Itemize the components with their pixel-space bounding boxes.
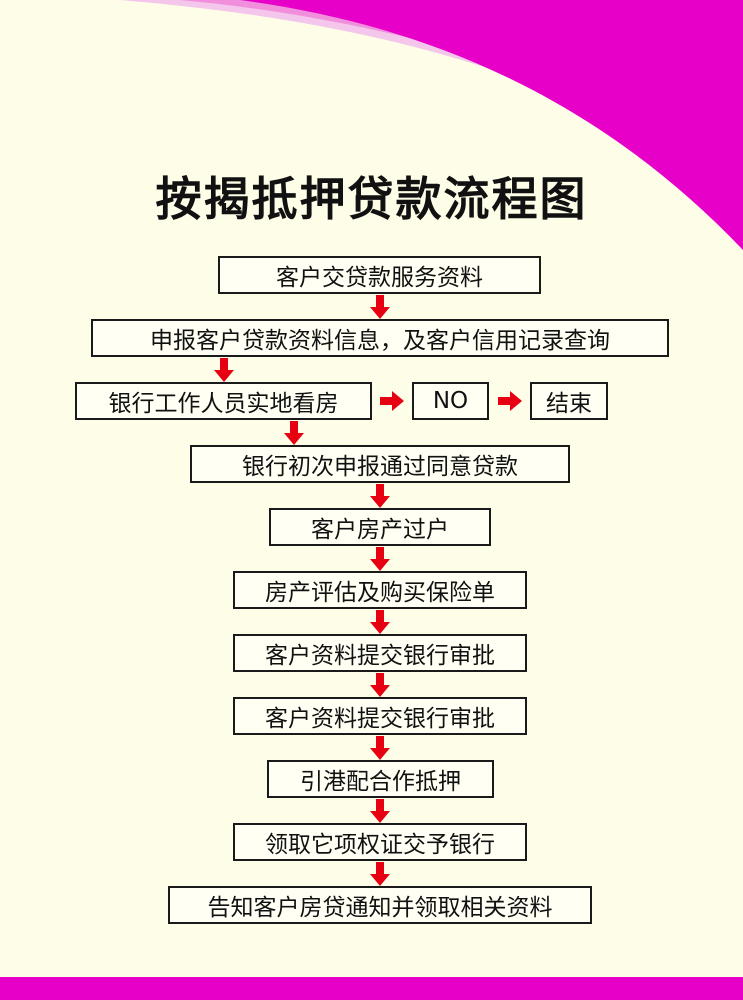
arrow-down-icon (370, 673, 390, 697)
step-1: 客户交贷款服务资料 (218, 256, 541, 294)
page-title: 按揭抵押贷款流程图 (155, 172, 588, 226)
step-7: 客户资料提交银行审批 (233, 634, 527, 672)
arrow-down-icon (370, 484, 390, 508)
step-2: 申报客户贷款资料信息，及客户信用记录查询 (91, 319, 669, 357)
step-5: 客户房产过户 (269, 508, 491, 546)
step-10: 领取它项权证交予银行 (233, 823, 527, 861)
arrow-down-icon (370, 610, 390, 634)
arrow-down-icon (370, 547, 390, 571)
arrow-right-icon (498, 391, 522, 411)
top-decoration (120, 0, 743, 250)
arrow-down-icon (284, 421, 304, 445)
bottom-band (0, 977, 743, 1000)
step-6: 房产评估及购买保险单 (233, 571, 527, 609)
arrow-down-icon (370, 862, 390, 886)
branch-end: 结束 (530, 382, 608, 420)
arrow-down-icon (370, 736, 390, 760)
step-11: 告知客户房贷通知并领取相关资料 (168, 886, 592, 924)
branch-no: NO (412, 382, 489, 420)
step-3: 银行工作人员实地看房 (75, 382, 372, 420)
arrow-right-icon (380, 391, 404, 411)
arrow-down-icon (370, 799, 390, 823)
step-8: 客户资料提交银行审批 (233, 697, 527, 735)
step-4: 银行初次申报通过同意贷款 (190, 445, 570, 483)
arrow-down-icon (370, 295, 390, 319)
arrow-down-icon (214, 358, 234, 382)
step-9: 引港配合作抵押 (267, 760, 494, 798)
